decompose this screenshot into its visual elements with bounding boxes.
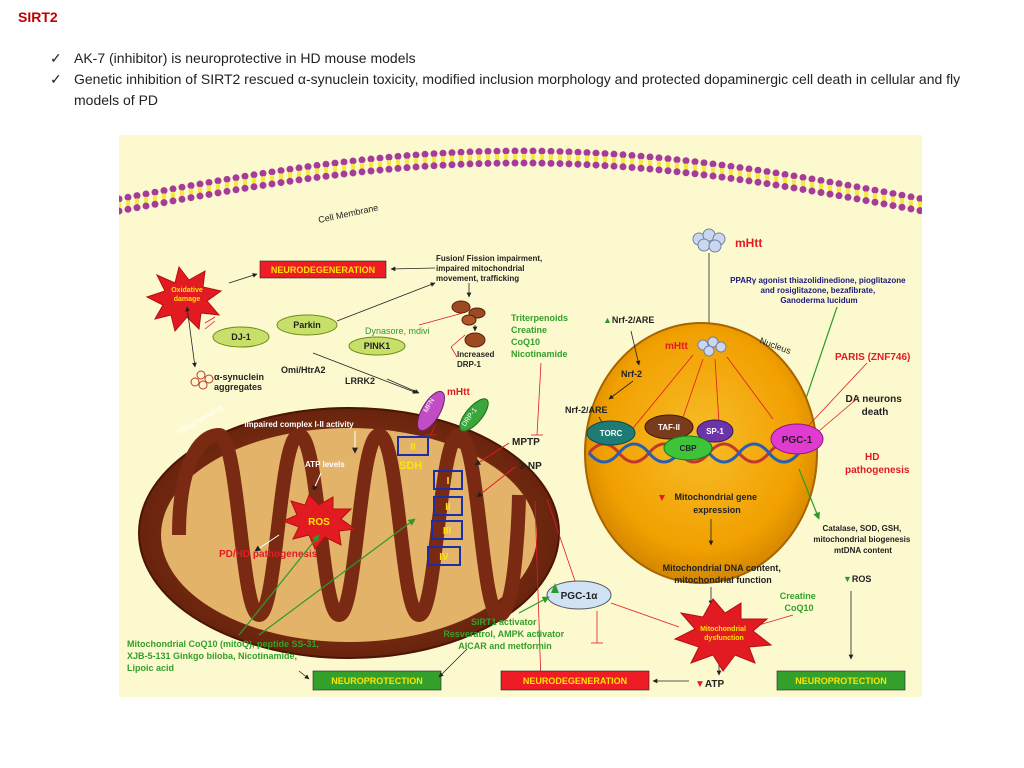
complex-ii-box — [433, 496, 463, 516]
dj1-label: DJ-1 — [231, 332, 251, 342]
neuroprotection-label-right: NEUROPROTECTION — [795, 676, 887, 686]
mtdna-text: Mitochondrial DNA content, mitochondrial… — [663, 563, 784, 585]
neuroprotection-box-left — [312, 670, 442, 691]
hd-pathogenesis-label: HD pathogenesis — [845, 452, 910, 476]
complex-i-label: I — [447, 476, 450, 487]
pathway-figure: Cell Membrane Oxidative damage NEURODEGE… — [115, 135, 924, 697]
mito-gene-expression-label: Mitochondrial gene expression — [674, 492, 759, 515]
increased-drp1-text: Increased DRP-1 — [457, 350, 497, 369]
mito-dysfunction-label: Mitochondrial dysfunction — [700, 626, 748, 642]
pink1-label: PINK1 — [364, 341, 391, 351]
atp-levels-label: ATP levels — [305, 460, 345, 469]
nrf2-are-top-label: ▲Nrf-2/ARE — [603, 315, 654, 325]
cbp-shape — [663, 435, 713, 461]
mhtt-aggregate-icon-top — [692, 228, 726, 253]
omi-label: Omi/HtrA2 — [281, 365, 326, 375]
neurodegeneration-box-top — [259, 260, 387, 279]
torc-shape — [586, 420, 636, 446]
bullet-list: ✓ AK-7 (inhibitor) is neuroprotective in … — [50, 48, 990, 111]
pgc1a-oval — [546, 580, 612, 610]
mito-fragment-icon — [461, 314, 477, 326]
complex-iv-label: IV — [439, 552, 449, 563]
parkin-label: Parkin — [293, 320, 321, 330]
complex-ii-label-top: II — [410, 442, 416, 453]
oxidative-damage-label-2: damage — [174, 296, 201, 303]
neurodegeneration-box-bottom — [500, 670, 650, 691]
ros-right-label: ▼ROS — [843, 574, 871, 584]
ros-label: ROS — [308, 517, 330, 528]
dj1-oval — [212, 326, 270, 348]
mito-fragment-icon — [451, 300, 471, 314]
drp1-shape — [459, 398, 489, 432]
checkmark-icon: ✓ — [50, 71, 62, 87]
synuclein-aggregate-icon — [190, 370, 214, 390]
complex-i-box — [433, 470, 463, 490]
triterpenoids-text: Triterpenoids Creatine CoQ10 Nicotinamid… — [511, 313, 571, 359]
fusion-fission-text: Fusion/ Fission impairment, impaired mit… — [436, 254, 544, 283]
mhtt-mito-label: mHtt — [447, 387, 470, 398]
ppar-agonist-text: PPARγ agonist thiazolidinedione, pioglit… — [730, 276, 908, 305]
complex-ii-label: II — [445, 502, 451, 513]
ros-burst — [281, 494, 357, 550]
taf-ii-shape — [644, 414, 694, 440]
torc-label: TORC — [600, 429, 623, 438]
coq10-mitoq-text: Mitochondrial CoQ10 (mitoQ), peptide SS-… — [127, 639, 322, 673]
mhtt-nucleus-label: mHtt — [665, 341, 688, 352]
bullet-item: ✓ AK-7 (inhibitor) is neuroprotective in … — [50, 48, 990, 69]
nrf2-are-label: Nrf-2/ARE — [565, 405, 608, 415]
atp-bottom-label: ▼ATP — [695, 679, 724, 690]
mhtt-top-label: mHtt — [735, 236, 762, 250]
dynasore-text: Dynasore, mdivi — [365, 326, 430, 336]
slide-title: SIRT2 — [18, 9, 58, 25]
mfn-shape — [417, 390, 445, 432]
pgc1-nucleus-shape — [770, 423, 824, 455]
complex-ii-box-top — [397, 436, 429, 456]
mito-dysfunction-burst — [673, 598, 773, 672]
taf-ii-label: TAF-II — [658, 423, 680, 432]
lrrk2-label: LRRK2 — [345, 376, 375, 386]
sirt1-activator-text: SIRT1 activator Resveratrol, AMPK activa… — [443, 617, 566, 651]
sp1-label: SP-1 — [706, 427, 724, 436]
impaired-complex-label: Impaired complex I-II activity — [244, 420, 354, 429]
pgc1-nucleus-label: PGC-1 — [782, 435, 813, 446]
paris-label: PARIS (ZNF746) — [835, 352, 910, 363]
catalase-text: Catalase, SOD, GSH, mitochondrial biogen… — [813, 524, 912, 555]
oxidative-damage-label: Oxidative — [171, 287, 203, 294]
neuroprotection-label-left: NEUROPROTECTION — [331, 676, 423, 686]
neurodegeneration-label-top: NEURODEGENERATION — [271, 265, 375, 275]
pathway-diagram: Cell Membrane Oxidative damage NEURODEGE… — [115, 135, 924, 697]
bullet-text: AK-7 (inhibitor) is neuroprotective in H… — [74, 50, 416, 66]
bullet-item: ✓ Genetic inhibition of SIRT2 rescued α-s… — [50, 69, 990, 111]
cbp-label: CBP — [680, 444, 698, 453]
neurodegeneration-label-bottom: NEURODEGENERATION — [523, 676, 627, 686]
pd-hd-pathogenesis-label: PD/HD pathogenesis — [219, 549, 318, 560]
three-np-label: 3-NP — [519, 461, 542, 472]
neuroprotection-box-right — [776, 670, 906, 691]
mito-fragment-icon — [464, 332, 486, 348]
up-arrow-icon — [551, 583, 559, 593]
down-arrow-icon — [659, 495, 665, 501]
mptp-label: MPTP — [512, 437, 540, 448]
cell-membrane — [115, 147, 924, 215]
pgc1a-label: PGC-1α — [561, 591, 599, 602]
da-neurons-label: DA neurons death — [845, 394, 904, 418]
sp1-shape — [696, 419, 734, 443]
complex-iii-label: III — [443, 526, 452, 537]
synuclein-label: α-synuclein aggregates — [214, 372, 267, 392]
nrf2-label: Nrf-2 — [621, 369, 642, 379]
checkmark-icon: ✓ — [50, 50, 62, 66]
sdh-label: SDH — [399, 460, 422, 472]
creatine-coq10-text: Creatine CoQ10 — [780, 591, 819, 613]
parkin-oval — [276, 314, 338, 336]
mhtt-aggregate-icon-nucleus — [697, 336, 727, 357]
complex-iv-box — [427, 546, 461, 566]
pink1-oval — [348, 336, 406, 356]
complex-iii-box — [431, 520, 463, 540]
bullet-text: Genetic inhibition of SIRT2 rescued α-sy… — [74, 71, 961, 108]
